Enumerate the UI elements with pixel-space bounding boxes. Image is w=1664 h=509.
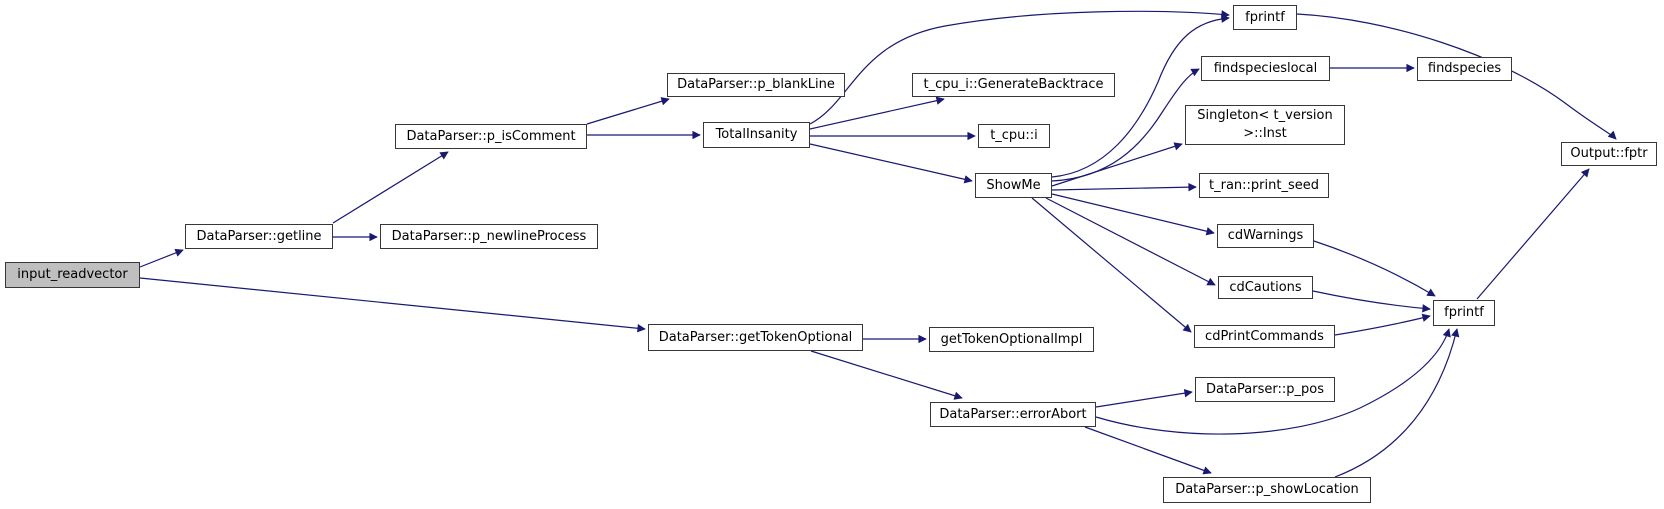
edge-p_showLocation-to-fprintf_bottom	[1334, 328, 1460, 478]
node-t_cpu_i[interactable]: t_cpu::i	[978, 124, 1050, 148]
edge-ShowMe-to-cdPrintCommands	[1031, 197, 1192, 333]
edge-getTokenOptional-to-errorAbort	[810, 350, 963, 400]
edge-input_readvector-to-getline	[139, 248, 184, 268]
edge-errorAbort-to-fprintf_bottom	[1095, 328, 1451, 435]
edge-fprintf_top-to-output_fptr	[1296, 13, 1617, 140]
node-errorAbort[interactable]: DataParser::errorAbort	[930, 402, 1096, 427]
edge-ShowMe-to-cdCautions	[1045, 197, 1216, 286]
edge-errorAbort-to-p_pos	[1095, 389, 1193, 408]
edge-p_isComment-to-p_blankLine	[586, 97, 670, 125]
edge-input_readvector-to-getTokenOptional	[139, 277, 646, 333]
node-getline[interactable]: DataParser::getline	[185, 224, 333, 249]
edge-ShowMe-to-print_seed	[1051, 182, 1197, 192]
node-output_fptr[interactable]: Output::fptr	[1561, 142, 1657, 166]
node-p_showLocation[interactable]: DataParser::p_showLocation	[1163, 477, 1371, 503]
node-findspecies[interactable]: findspecies	[1417, 57, 1512, 81]
node-cdWarnings[interactable]: cdWarnings	[1217, 224, 1314, 248]
node-cdCautions[interactable]: cdCautions	[1218, 276, 1313, 299]
edge-ShowMe-to-cdWarnings	[1051, 193, 1215, 236]
edge-cdPrintCommands-to-fprintf_bottom	[1334, 313, 1431, 336]
edge-TotalInsanity-to-ShowMe	[809, 143, 973, 184]
node-input_readvector: input_readvector	[5, 262, 140, 288]
node-fprintf_top[interactable]: fprintf	[1233, 5, 1297, 30]
edge-getline-to-p_isComment	[332, 151, 449, 224]
node-TotalInsanity[interactable]: TotalInsanity	[703, 122, 810, 148]
node-findspecieslocal[interactable]: findspecieslocal	[1201, 56, 1330, 81]
node-print_seed[interactable]: t_ran::print_seed	[1199, 173, 1329, 198]
node-cdPrintCommands[interactable]: cdPrintCommands	[1194, 325, 1335, 348]
node-getTokenOptional[interactable]: DataParser::getTokenOptional	[648, 324, 863, 351]
edge-ShowMe-to-fprintf_top	[1051, 14, 1230, 178]
edge-ShowMe-to-singleton_inst	[1051, 142, 1183, 187]
node-ShowMe[interactable]: ShowMe	[975, 173, 1052, 198]
node-GenerateBacktrace[interactable]: t_cpu_i::GenerateBacktrace	[912, 73, 1115, 97]
node-getTokenOptionalImpl[interactable]: getTokenOptionalImpl	[929, 327, 1094, 352]
edge-errorAbort-to-p_showLocation	[1084, 426, 1212, 475]
edge-cdCautions-to-fprintf_bottom	[1312, 290, 1431, 313]
node-singleton_inst[interactable]: Singleton< t_version >::Inst	[1185, 105, 1345, 145]
node-p_isComment[interactable]: DataParser::p_isComment	[395, 124, 587, 149]
node-p_pos[interactable]: DataParser::p_pos	[1195, 377, 1335, 402]
node-p_blankLine[interactable]: DataParser::p_blankLine	[667, 73, 845, 97]
edge-cdWarnings-to-fprintf_bottom	[1313, 240, 1436, 297]
edge-fprintf_bottom-to-output_fptr	[1476, 168, 1590, 300]
edge-TotalInsanity-to-GenerateBacktrace	[809, 96, 945, 130]
node-fprintf_bottom[interactable]: fprintf	[1433, 300, 1495, 326]
node-p_newlineProcess[interactable]: DataParser::p_newlineProcess	[380, 224, 598, 249]
